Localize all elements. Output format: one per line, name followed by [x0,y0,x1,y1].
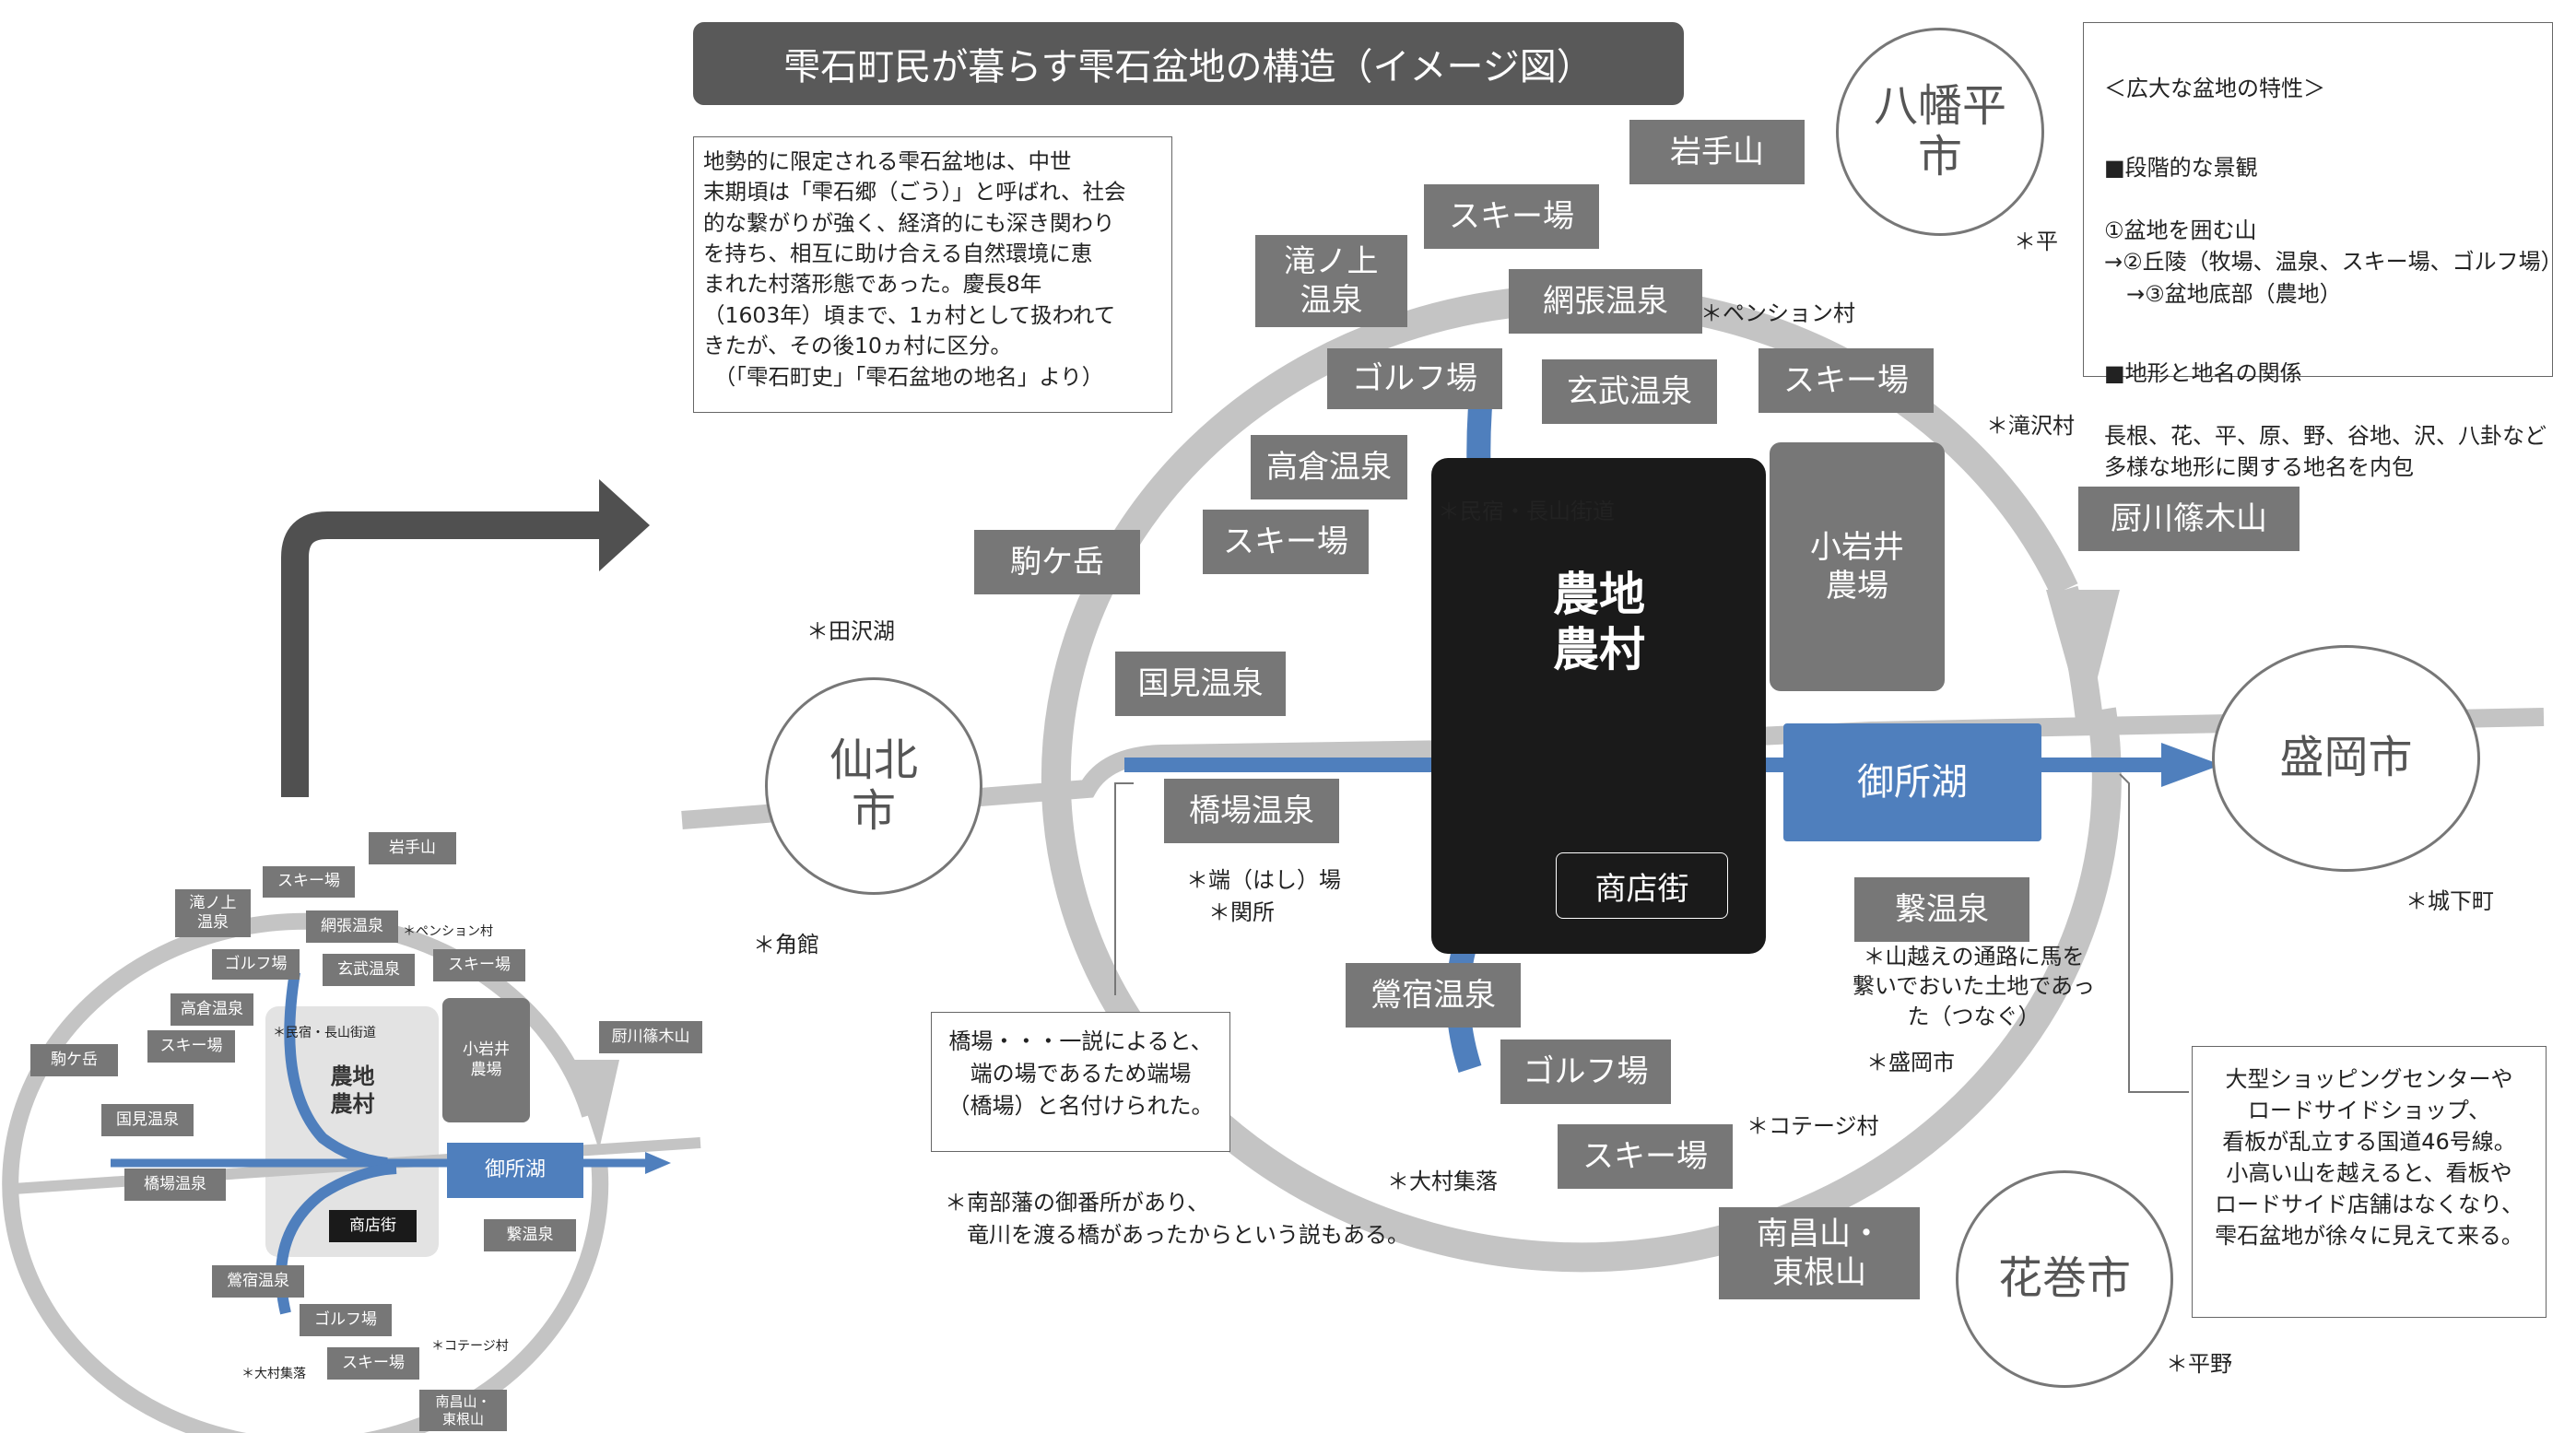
place-koiwai-farm: 小岩井 農場 [1770,442,1945,691]
legend-heading: ＜広大な盆地の特性＞ [2104,76,2325,102]
note-cottage: ＊コテージ村 [1747,1113,1879,1139]
mini-place-shotengai: 商店街 [329,1210,417,1242]
note-nanbu: ＊南部藩の御番所があり、 竜川を渡る橋があったからという説もある。 [945,1190,1409,1248]
note-pension: ＊ペンション村 [1700,300,1855,326]
mini-place-golf-bottom: ゴルフ場 [300,1304,392,1336]
note-minshuku: ＊民宿・長山街道 [1438,499,1615,524]
mini-farm-label: 農地 農村 [330,1063,375,1117]
mini-place-oshuku: 鶯宿温泉 [212,1265,304,1298]
farm-village-block [1431,458,1766,954]
place-ski-left: スキー場 [1203,510,1369,574]
place-ski-bottom: スキー場 [1558,1124,1733,1189]
place-kuriyagawa: 厨川篠木山 [2078,487,2300,551]
place-hashiba-onsen: 橋場温泉 [1164,779,1339,843]
place-oshuku-onsen: 鶯宿温泉 [1346,963,1521,1028]
note-taira: ＊平 [2014,229,2058,254]
note-morioka-city: ＊盛岡市 [1866,1050,1955,1075]
place-gosho-lake: 御所湖 [1783,723,2041,841]
transition-arrow [281,479,650,797]
mini-place-komagatake: 駒ケ岳 [30,1044,118,1076]
page-title: 雫石町民が暮らす雫石盆地の構造（イメージ図） [693,22,1684,105]
place-golf-bottom: ゴルフ場 [1500,1040,1671,1104]
mini-place-kuriyagawa: 厨川篠木山 [599,1021,702,1053]
mini-farm-area [265,1006,439,1257]
mini-place-takinoue: 滝ノ上 温泉 [175,889,251,937]
mini-note-cottage: ＊コテージ村 [431,1339,509,1354]
place-ski-top: スキー場 [1424,184,1599,249]
mini-place-koiwai: 小岩井 農場 [442,998,530,1122]
mini-place-genbu: 玄武温泉 [323,954,415,986]
mini-place-ski-right: スキー場 [433,949,525,981]
mini-place-nansho: 南昌山・ 東根山 [419,1390,507,1431]
mini-place-gosho-lake: 御所湖 [447,1143,583,1198]
mini-place-ski-bottom: スキー場 [327,1347,419,1380]
mini-place-golf-top: ゴルフ場 [212,949,300,980]
farm-village-label: 農地 農村 [1553,568,1645,676]
mini-note-pension: ＊ペンション村 [403,924,493,939]
place-amihari-onsen: 網張温泉 [1509,269,1702,334]
note-takizawa: ＊滝沢村 [1986,413,2075,439]
place-ski-right: スキー場 [1759,348,1934,413]
note-omura: ＊大村集落 [1387,1169,1498,1194]
legend-section-title: ■段階的な景観 [2104,155,2258,182]
legend-section-text: 長根、花、平、原、野、谷地、沢、八卦など 多様な地形に関する地名を内包 [2104,422,2547,480]
city-hachimantai: 八幡平 市 [1836,28,2044,236]
mini-place-ski-top: スキー場 [263,866,355,898]
road-callout: 大型ショッピングセンターや ロードサイドショップ、 看板が乱立する国道46号線。… [2192,1046,2547,1318]
intro-text-box: 地勢的に限定される雫石盆地は、中世 末期頃は「雫石郷（ごう）」と呼ばれ、社会 的… [693,136,1172,413]
city-hanamaki: 花巻市 [1956,1170,2173,1388]
place-komagatake: 駒ケ岳 [974,530,1140,594]
legend-section-text: ①盆地を囲む山 →②丘陵（牧場、温泉、スキー場、ゴルフ場） →③盆地底部（農地） [2104,217,2563,307]
mini-place-iwate-san: 岩手山 [369,832,456,864]
place-genbu-onsen: 玄武温泉 [1542,359,1717,424]
note-jokamachi: ＊城下町 [2405,888,2494,914]
hashiba-callout: 橋場・・・一説によると、 端の場であるため端場 （橋場）と名付けられた。 [931,1012,1230,1152]
shotengai-label: 商店街 [1556,852,1728,919]
mini-place-kuromi: 国見温泉 [101,1104,194,1136]
mini-note-omura: ＊大村集落 [241,1367,306,1381]
mini-place-hashiba: 橋場温泉 [124,1169,226,1201]
place-nansho-azumane: 南昌山・ 東根山 [1719,1207,1920,1299]
place-golf-top: ゴルフ場 [1327,348,1502,409]
note-kakunodate: ＊角館 [753,932,819,957]
note-hashiba: ＊端（はし）場 ＊関所 [1186,867,1341,925]
place-tsunagi-onsen: 繋温泉 [1854,877,2029,942]
legend-section-title: ■地形と地名の関係 [2104,359,2302,386]
note-tsunagi: ＊山越えの通路に馬を 繋いでおいた土地であっ た（つなぐ） [1853,944,2096,1029]
note-tazawako: ＊田沢湖 [806,618,895,644]
national-road [681,708,2545,829]
mini-place-tsunagi: 繋温泉 [484,1219,576,1251]
mini-place-amihari: 網張温泉 [306,910,398,943]
city-morioka: 盛岡市 [2212,645,2480,872]
place-takinoue-onsen: 滝ノ上 温泉 [1255,235,1407,327]
place-takakura-onsen: 高倉温泉 [1251,435,1407,499]
mini-place-ski-left: スキー場 [147,1030,235,1063]
place-kuromi-onsen: 国見温泉 [1115,652,1286,716]
legend-box: ＜広大な盆地の特性＞ ■段階的な景観 ①盆地を囲む山 →②丘陵（牧場、温泉、スキ… [2083,22,2563,480]
city-senboku: 仙北 市 [765,677,982,895]
place-iwate-san: 岩手山 [1629,120,1805,184]
note-heiya: ＊平野 [2166,1351,2232,1377]
mini-place-takakura: 高倉温泉 [171,993,253,1026]
mini-note-minshuku: ＊民宿・長山街道 [273,1026,376,1040]
